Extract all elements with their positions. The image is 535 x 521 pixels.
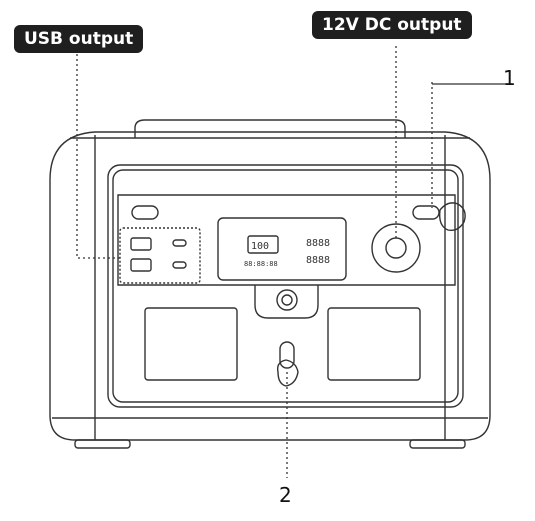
hand-pointer-1 <box>438 202 466 232</box>
lcd-readout-top: 8888 <box>306 238 330 249</box>
hand-pointer-2 <box>276 359 299 387</box>
center-knob-core <box>281 294 293 306</box>
ac-outlet-right <box>327 307 421 381</box>
dc-socket-outer <box>371 223 421 273</box>
ac-outlet-left <box>144 307 238 381</box>
lcd-battery-percent: 100 <box>251 241 269 252</box>
right-foot <box>409 439 466 449</box>
ac-output-button <box>279 341 295 369</box>
usb-a-port-2 <box>130 258 152 272</box>
left-foot <box>74 439 131 449</box>
lcd-readout-bottom: 8888 <box>306 255 330 266</box>
dc-output-button <box>412 205 440 220</box>
top-handle <box>134 119 406 138</box>
callout-number-2: 2 <box>279 483 292 507</box>
usb-c-port-1 <box>172 239 187 247</box>
center-knob <box>276 289 298 311</box>
lcd-battery-frame <box>247 235 279 254</box>
main-power-button <box>131 205 159 220</box>
usb-output-label: USB output <box>14 25 144 53</box>
dc-output-label: 12V DC output <box>312 11 472 39</box>
front-panel <box>107 164 464 408</box>
front-panel-inner <box>112 169 459 403</box>
dc-socket-inner <box>385 237 407 259</box>
lcd-screen <box>217 217 347 281</box>
upper-panel <box>117 194 456 286</box>
callout-number-1: 1 <box>503 66 516 90</box>
knob-bay <box>254 285 319 319</box>
usb-c-port-2 <box>172 261 187 269</box>
usb-a-port-1 <box>130 237 152 251</box>
usb-port-group <box>119 227 201 284</box>
lcd-time-digits: 88:88:88 <box>244 260 278 268</box>
device-body <box>49 131 491 441</box>
